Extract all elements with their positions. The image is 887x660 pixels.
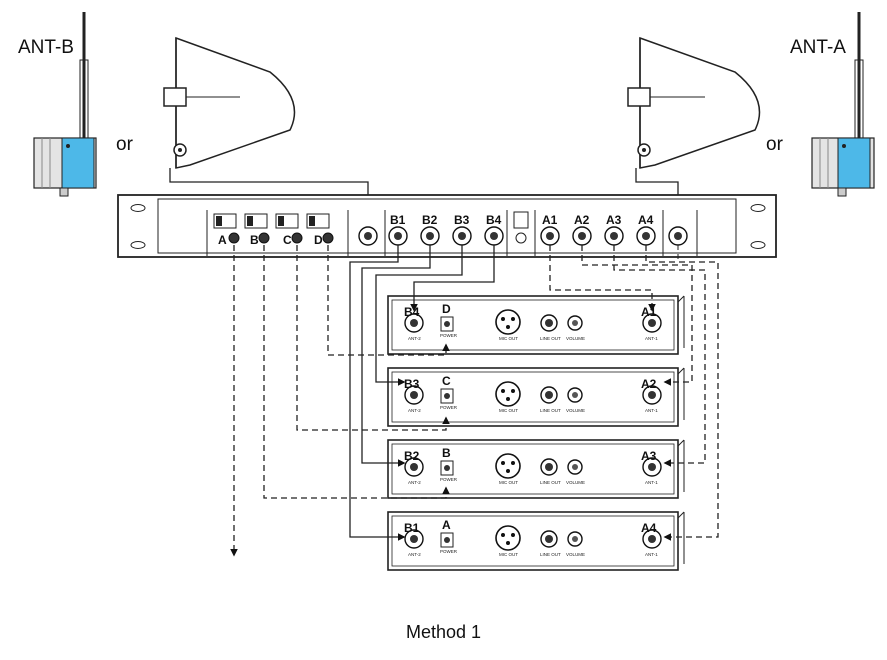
receiver-ant2-small-label: ANT-2 — [408, 552, 421, 557]
receiver-ant1-small-label: ANT-1 — [645, 408, 658, 413]
receiver-ant2-port-label: B3 — [404, 377, 420, 391]
or-text-left: or — [116, 134, 134, 155]
receiver-ant1-small-label: ANT-1 — [645, 552, 658, 557]
xlr-mic-out-icon — [495, 381, 521, 407]
receiver-mic-out-label: MIC OUT — [499, 336, 518, 341]
input-label-a: A — [218, 233, 227, 247]
receiver-mic-out-label: MIC OUT — [499, 480, 518, 485]
antenna-distributor-rack — [117, 194, 777, 258]
ant-a-label: ANT-A — [790, 37, 846, 58]
ant-b-label: ANT-B — [18, 37, 74, 58]
receiver-ant1-small-label: ANT-1 — [645, 336, 658, 341]
receiver-line-out-label: LINE OUT — [540, 408, 561, 413]
rack-port-b1: B1 — [390, 213, 406, 227]
receiver-channel-label: A — [442, 518, 451, 532]
rack-port-a4: A4 — [638, 213, 654, 227]
input-label-c: C — [283, 233, 292, 247]
receiver-ant1-port-label: A4 — [641, 521, 657, 535]
cables-b-outputs — [349, 245, 495, 541]
receiver-channel-label: D — [442, 302, 451, 316]
receiver-ant1-port-label: A1 — [641, 305, 657, 319]
xlr-mic-out-icon — [495, 309, 521, 335]
receiver-line-out-label: LINE OUT — [540, 552, 561, 557]
paddle-antenna-b-icon — [163, 36, 296, 169]
receiver-unit: B3 A2 C ANT-2 ANT-1 POWER MIC OUT LINE OUT VOLUM… — [387, 367, 685, 427]
receiver-unit: B4 A1 D ANT-2 ANT-1 POWER MIC OUT LINE OUT VOLUM… — [387, 295, 685, 355]
receiver-ant1-port-label: A2 — [641, 377, 657, 391]
cables-inputs — [230, 245, 450, 557]
receiver-power-label: POWER — [440, 333, 458, 338]
rack-port-b3: B3 — [454, 213, 470, 227]
receiver-ant1-small-label: ANT-1 — [645, 480, 658, 485]
receiver-ant2-small-label: ANT-2 — [408, 408, 421, 413]
receiver-unit: B2 A3 B ANT-2 ANT-1 POWER MIC OUT LINE OUT VOLUM… — [387, 439, 685, 499]
xlr-mic-out-icon — [495, 453, 521, 479]
rack-port-a3: A3 — [606, 213, 622, 227]
input-label-d: D — [314, 233, 323, 247]
receiver-power-label: POWER — [440, 405, 458, 410]
receiver-volume-label: VOLUME — [566, 408, 585, 413]
xlr-mic-out-icon — [495, 525, 521, 551]
or-text-right: or — [766, 134, 784, 155]
rack-port-a2: A2 — [574, 213, 590, 227]
receiver-ant2-port-label: B4 — [404, 305, 420, 319]
receiver-volume-label: VOLUME — [566, 552, 585, 557]
receiver-volume-label: VOLUME — [566, 480, 585, 485]
receiver-channel-label: C — [442, 374, 451, 388]
receiver-power-label: POWER — [440, 549, 458, 554]
receiver-power-label: POWER — [440, 477, 458, 482]
receiver-ant1-port-label: A3 — [641, 449, 657, 463]
receiver-line-out-label: LINE OUT — [540, 336, 561, 341]
input-label-b: B — [250, 233, 259, 247]
receiver-volume-label: VOLUME — [566, 336, 585, 341]
receiver-mic-out-label: MIC OUT — [499, 408, 518, 413]
receiver-ant2-small-label: ANT-2 — [408, 480, 421, 485]
rack-port-b2: B2 — [422, 213, 438, 227]
receiver-ant2-port-label: B2 — [404, 449, 420, 463]
receiver-line-out-label: LINE OUT — [540, 480, 561, 485]
receiver-mic-out-label: MIC OUT — [499, 552, 518, 557]
receiver-ant2-port-label: B1 — [404, 521, 420, 535]
cables-a-outputs — [549, 245, 719, 541]
rack-port-b4: B4 — [486, 213, 502, 227]
receiver-channel-label: B — [442, 446, 451, 460]
whip-antenna-b-icon — [33, 12, 97, 197]
paddle-antenna-a-icon — [627, 36, 761, 169]
receiver-ant2-small-label: ANT-2 — [408, 336, 421, 341]
receiver-unit: B1 A4 A ANT-2 ANT-1 POWER MIC OUT LINE OUT VOLUM… — [387, 511, 685, 571]
rack-port-a1: A1 — [542, 213, 558, 227]
diagram-caption: Method 1 — [405, 622, 482, 642]
whip-antenna-a-icon — [811, 12, 875, 197]
rack-labels: A B C D B1 B2 B3 B4 A1 A2 A3 A4 — [218, 213, 654, 247]
